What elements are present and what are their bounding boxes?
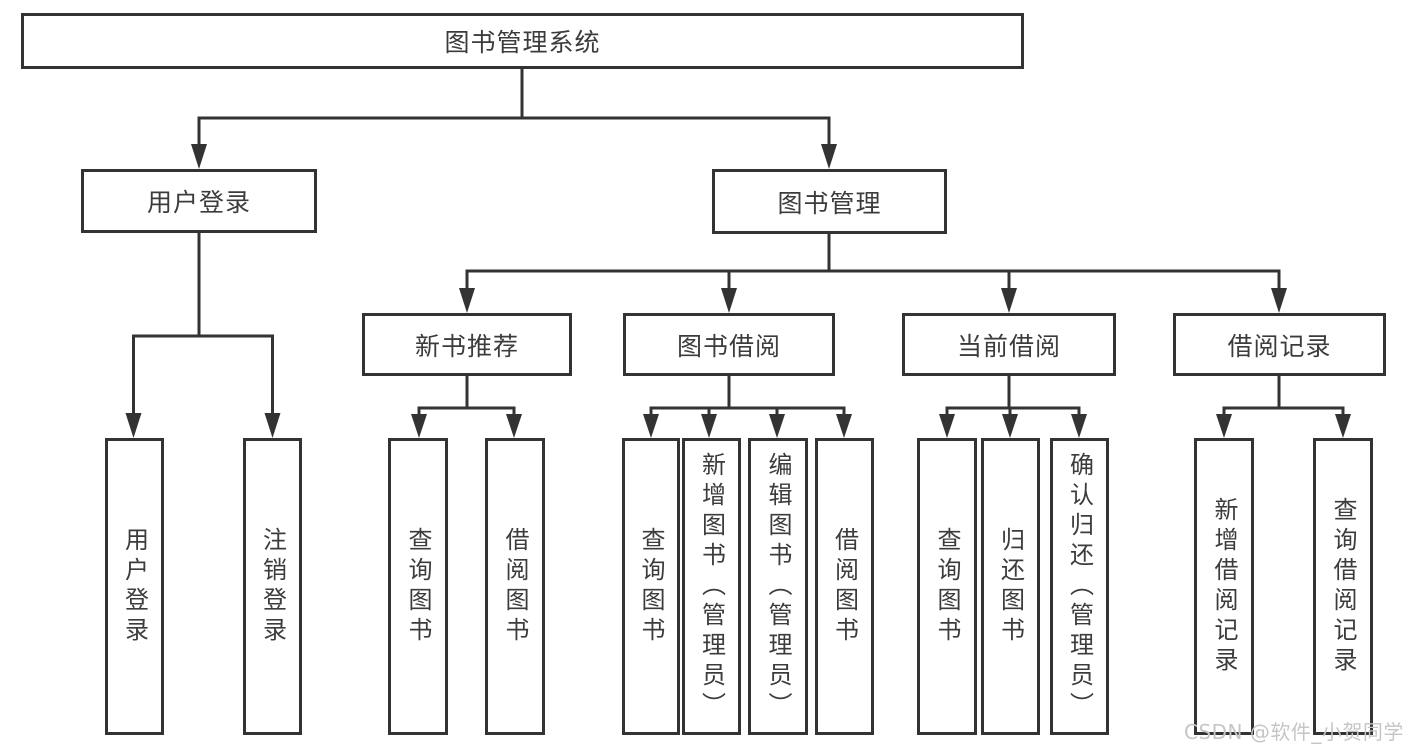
leaf-edit-books-admin: 编辑图书（管理员） <box>748 438 808 735</box>
node-book-borrow: 图书借阅 <box>623 313 835 376</box>
leaf-confirm-return-admin: 确认归还（管理员） <box>1050 438 1109 735</box>
leaf-borrow-books-recommend: 借阅图书 <box>485 438 545 735</box>
node-label: 借阅图书 <box>501 526 529 647</box>
leaf-return-books: 归还图书 <box>981 438 1040 735</box>
node-new-book-recommend: 新书推荐 <box>362 313 572 376</box>
node-label: 新书推荐 <box>414 331 519 361</box>
node-label: 借阅记录 <box>1227 331 1332 361</box>
leaf-query-books-current: 查询图书 <box>917 438 977 735</box>
node-label: 图书管理 <box>777 188 882 218</box>
node-label: 新增借阅记录 <box>1210 496 1238 677</box>
node-label: 查询借阅记录 <box>1329 496 1357 677</box>
node-root: 图书管理系统 <box>21 13 1024 69</box>
node-book-management: 图书管理 <box>712 169 947 234</box>
node-label: 归还图书 <box>996 526 1025 647</box>
leaf-query-books-borrow: 查询图书 <box>622 438 680 735</box>
node-borrow-records: 借阅记录 <box>1173 313 1386 376</box>
node-label: 当前借阅 <box>956 331 1061 361</box>
node-current-borrow: 当前借阅 <box>902 313 1116 376</box>
leaf-add-borrow-record: 新增借阅记录 <box>1194 438 1254 735</box>
node-user-login: 用户登录 <box>81 169 317 233</box>
arrowhead-icons <box>125 144 1351 438</box>
node-label: 查询图书 <box>933 526 961 647</box>
node-label: 查询图书 <box>404 526 432 647</box>
leaf-query-books-recommend: 查询图书 <box>388 438 448 735</box>
node-label: 查询图书 <box>637 526 665 647</box>
leaf-add-books-admin: 新增图书（管理员） <box>682 438 741 735</box>
leaf-user-login: 用户登录 <box>105 438 164 735</box>
node-label: 注销登录 <box>258 526 287 647</box>
node-label: 用户登录 <box>146 188 251 217</box>
watermark: CSDN @软件_小贺同学 <box>1184 720 1404 744</box>
node-label: 图书管理系统 <box>444 28 601 57</box>
node-label: 借阅图书 <box>830 526 859 647</box>
node-label: 编辑图书（管理员） <box>764 451 792 722</box>
leaf-query-borrow-record: 查询借阅记录 <box>1313 438 1373 735</box>
node-label: 确认归还（管理员） <box>1065 451 1094 722</box>
node-label: 图书借阅 <box>676 331 781 361</box>
node-label: 用户登录 <box>120 526 149 647</box>
leaf-borrow-books: 借阅图书 <box>815 438 874 735</box>
node-label: 新增图书（管理员） <box>697 451 726 722</box>
leaf-logout: 注销登录 <box>243 438 302 735</box>
